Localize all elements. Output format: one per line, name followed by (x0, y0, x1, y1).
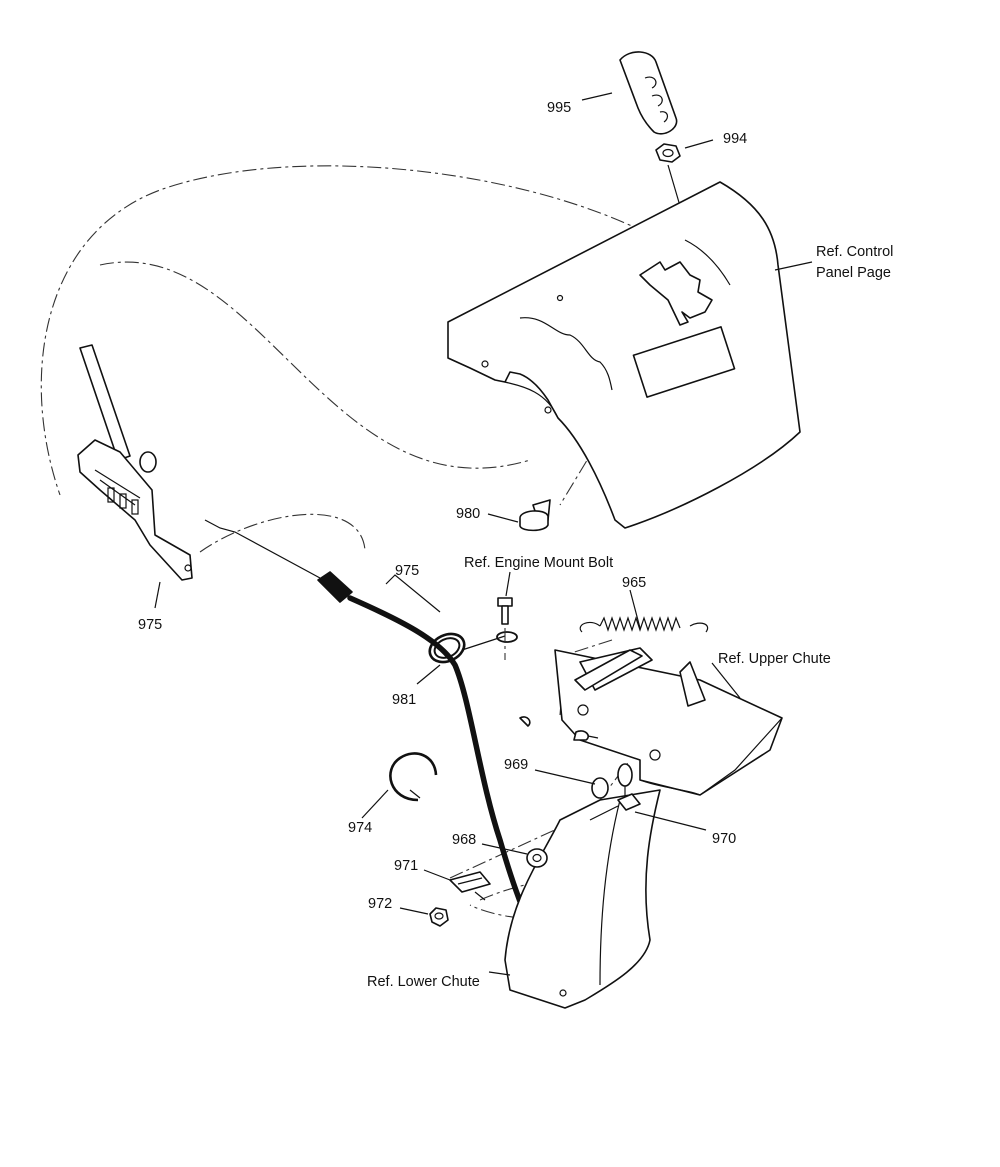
label-ref-control: Ref. Control (816, 244, 893, 260)
label-969: 969 (504, 757, 528, 773)
handle-grip-995 (619, 51, 678, 135)
label-981: 981 (392, 692, 416, 708)
nut-972 (429, 907, 449, 927)
label-968: 968 (452, 832, 476, 848)
bolt-969 (519, 716, 609, 799)
upper-chute (554, 647, 783, 796)
nut-994 (655, 143, 681, 163)
spring-965 (579, 616, 709, 633)
label-980: 980 (456, 506, 480, 522)
engine-mount-bolt (496, 597, 518, 660)
label-975-cable: 975 (395, 563, 419, 579)
label-974: 974 (348, 820, 372, 836)
label-972: 972 (368, 896, 392, 912)
label-ref-upper-chute: Ref. Upper Chute (718, 651, 831, 667)
leader-lines (154, 92, 813, 976)
label-971: 971 (394, 858, 418, 874)
label-994: 994 (723, 131, 747, 147)
lower-chute (504, 789, 661, 1009)
bolt-970 (589, 793, 641, 821)
label-970: 970 (712, 831, 736, 847)
label-ref-engine-mount-bolt: Ref. Engine Mount Bolt (464, 555, 613, 571)
label-ref-control-line2: Panel Page (816, 265, 891, 281)
label-965: 965 (622, 575, 646, 591)
screw-980 (519, 499, 551, 532)
callout-labels: 995 994 Ref. Control Panel Page 980 Ref.… (138, 100, 893, 990)
washer-968 (526, 848, 548, 868)
retaining-ring-974 (389, 752, 438, 802)
label-ref-lower-chute: Ref. Lower Chute (367, 974, 480, 990)
label-995: 995 (547, 100, 571, 116)
control-panel (447, 181, 801, 529)
label-975-lever: 975 (138, 617, 162, 633)
clip-971 (449, 871, 491, 901)
shift-lever-975 (77, 344, 193, 581)
